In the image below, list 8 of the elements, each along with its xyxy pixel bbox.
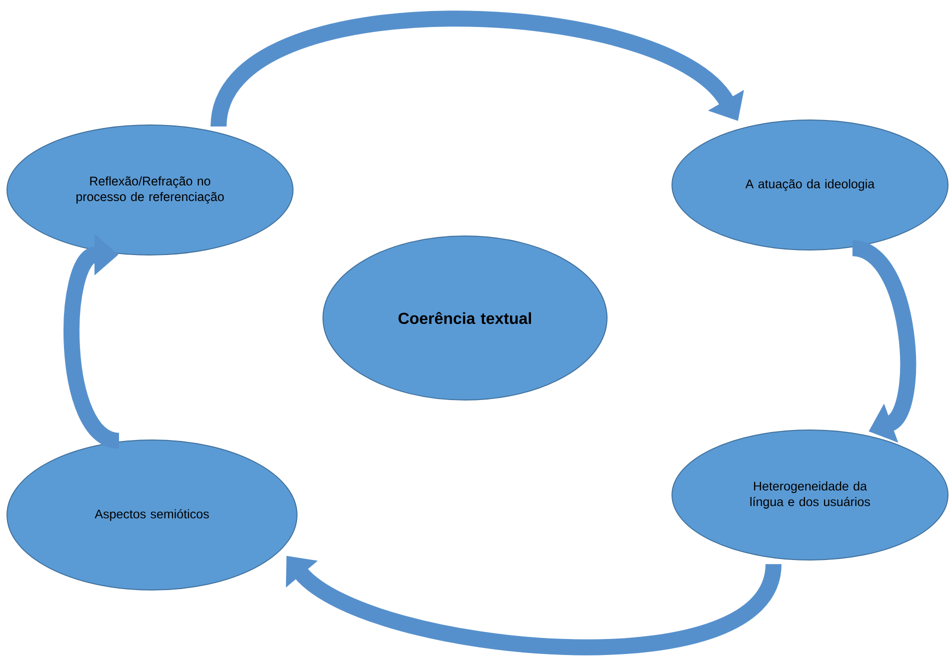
curved-arrow [850,240,916,443]
ellipse-node: Aspectos semióticos [6,440,298,590]
ellipse-node: Heterogeneidade da língua e dos usuários [672,430,948,560]
ellipse-node: A atuação da ideologia [672,120,948,250]
ellipse-node: Reflexão/Refração no processo de referenciação [6,124,294,256]
curved-arrow [210,10,744,128]
curved-arrow [64,234,122,449]
ellipse-node: Coerência textual [322,236,608,400]
